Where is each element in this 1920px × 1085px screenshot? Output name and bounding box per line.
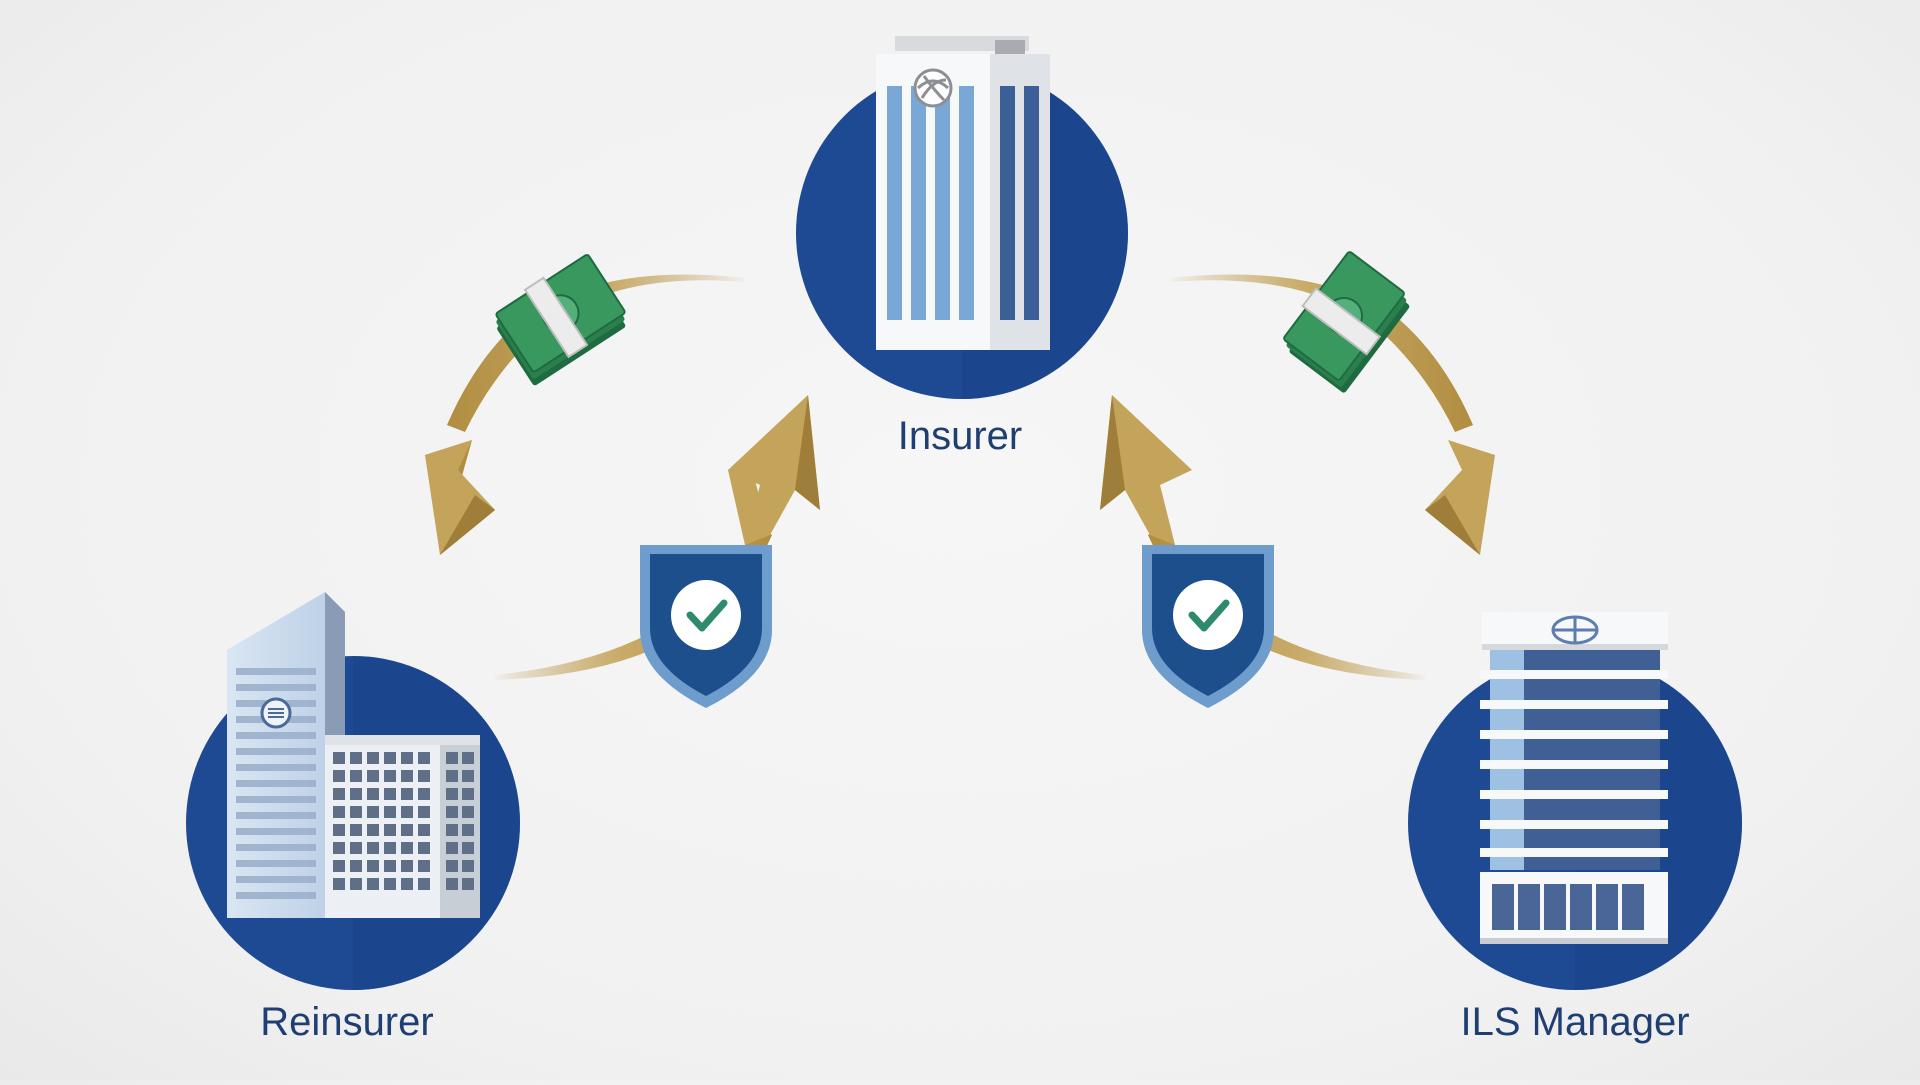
- shield-check-icon: [640, 545, 772, 708]
- insurer-label: Insurer: [897, 414, 1023, 458]
- insurer-node: [796, 36, 1128, 399]
- ils-manager-building-icon: [1480, 612, 1668, 944]
- ils-manager-label: ILS Manager: [1460, 1000, 1690, 1044]
- money-icon: $: [495, 254, 626, 386]
- shield-check-icon: [1142, 545, 1274, 708]
- flow-arrow-insurer-to-ils-manager: [1170, 274, 1495, 555]
- flow-arrow-insurer-to-reinsurer: [425, 274, 745, 555]
- money-icon: $: [1283, 251, 1410, 393]
- insurer-building-icon: [876, 36, 1050, 350]
- reinsurer-node: [186, 592, 520, 990]
- reinsurer-label: Reinsurer: [260, 1000, 434, 1044]
- ils-manager-node: [1408, 612, 1742, 990]
- reinsurer-building-icon: [227, 592, 480, 918]
